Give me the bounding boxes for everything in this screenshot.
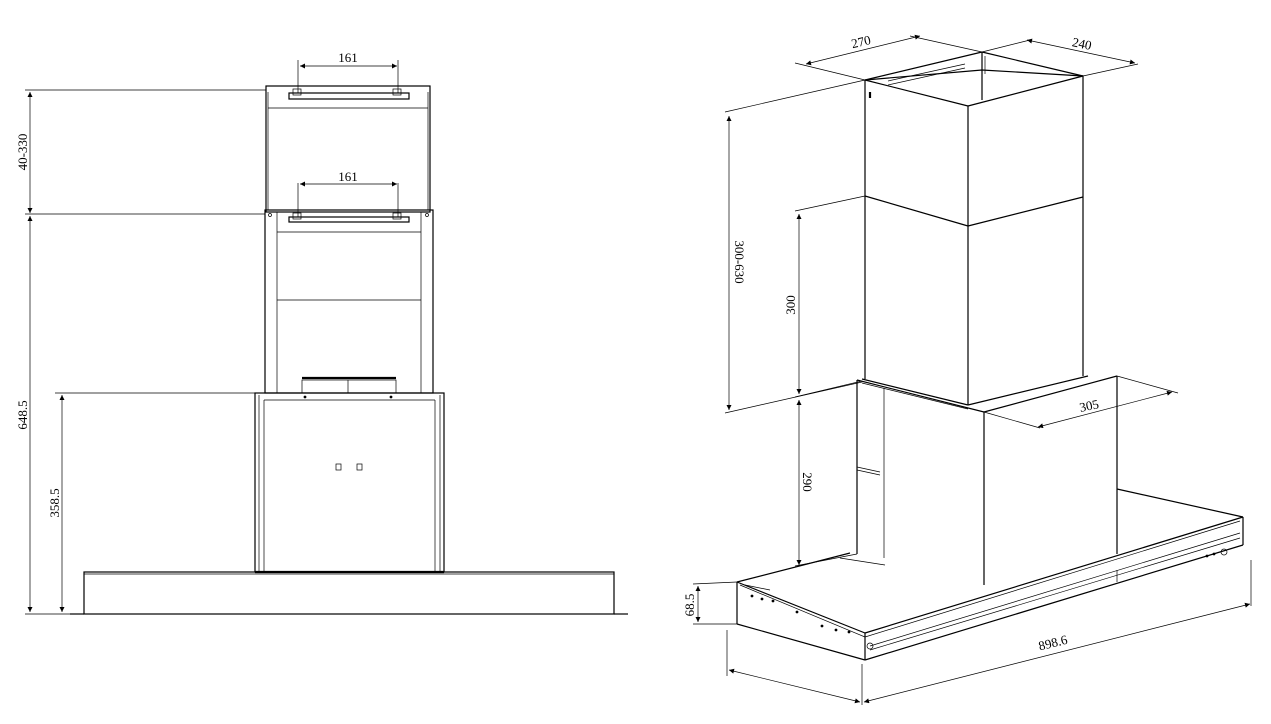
front-view: 161 161 40-330 648.5 358.5 bbox=[15, 50, 628, 615]
dim-label-top-width: 161 bbox=[338, 50, 358, 65]
iso-view: 270 240 300-630 300 305 290 68.5 898.6 bbox=[682, 32, 1252, 705]
dim-label-lower-section: 290 bbox=[800, 472, 815, 492]
hood-body bbox=[254, 392, 445, 573]
iso-extension-lines bbox=[692, 35, 1252, 705]
dim-label-total-width: 898.6 bbox=[1037, 632, 1069, 654]
dim-label-depth: 270 bbox=[850, 32, 872, 51]
front-dim-labels: 161 161 40-330 648.5 358.5 bbox=[15, 50, 358, 518]
dim-label-body-depth: 305 bbox=[1078, 396, 1100, 415]
dim-label-chimney-range: 300-630 bbox=[732, 240, 747, 283]
dim-label-mid-width: 161 bbox=[338, 169, 358, 184]
iso-mid-chimney bbox=[861, 195, 1089, 410]
dim-label-base-height: 68.5 bbox=[682, 594, 697, 617]
iso-canopy bbox=[736, 488, 1244, 661]
dim-label-total-height: 648.5 bbox=[15, 400, 30, 429]
dim-label-width-top: 240 bbox=[1071, 34, 1093, 53]
front-dimensions bbox=[27, 63, 397, 612]
lower-chimney bbox=[264, 183, 434, 394]
iso-top-chimney bbox=[864, 51, 1084, 226]
dim-label-lower-height: 358.5 bbox=[47, 488, 62, 517]
iso-lower-body bbox=[856, 375, 1118, 585]
dim-label-upper-section: 300 bbox=[783, 295, 798, 315]
iso-dimensions bbox=[695, 34, 1251, 704]
dim-label-upper-height: 40-330 bbox=[15, 134, 30, 171]
hood-canopy bbox=[70, 570, 628, 615]
iso-dim-labels: 270 240 300-630 300 305 290 68.5 898.6 bbox=[682, 32, 1100, 653]
upper-chimney bbox=[265, 60, 431, 213]
front-extension-lines bbox=[25, 89, 266, 615]
